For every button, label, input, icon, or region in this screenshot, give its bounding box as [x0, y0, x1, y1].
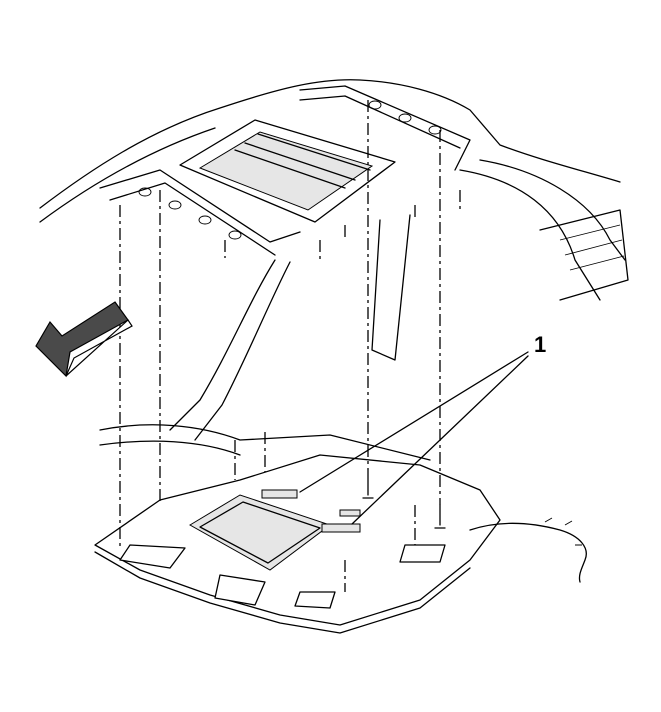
front-direction-arrow-icon [35, 301, 133, 378]
callout-1: 1 [299, 332, 546, 525]
headliner-panel [94, 454, 587, 634]
alignment-lines [119, 100, 461, 592]
callout-1-label: 1 [534, 332, 546, 357]
rail-holes [138, 100, 442, 240]
roof-frame [39, 79, 629, 461]
